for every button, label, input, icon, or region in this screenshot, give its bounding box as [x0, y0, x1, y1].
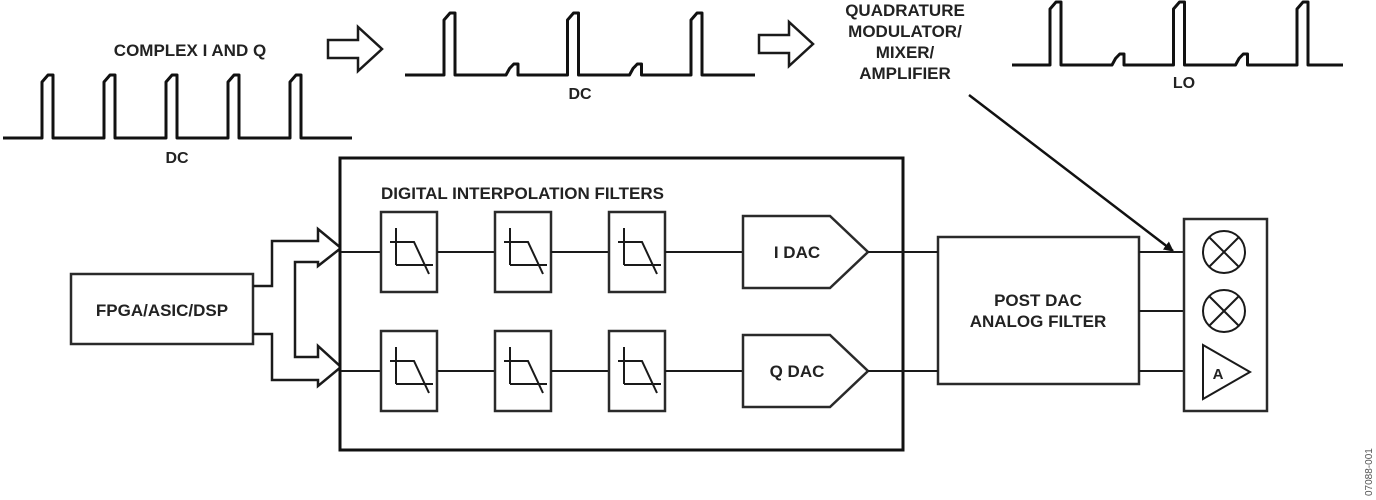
pointer-arrow: [968, 94, 1174, 252]
filter-box: [379, 329, 439, 413]
source-box: [69, 272, 255, 346]
interpolation-title: DIGITAL INTERPOLATION FILTERS: [381, 184, 664, 203]
post-filter-box: [936, 235, 1141, 386]
bus-connections: [253, 226, 343, 389]
lowpass-filter-block: [493, 329, 553, 413]
dac-output-waveform: [405, 11, 755, 77]
filter-box: [607, 210, 667, 294]
lowpass-response-icon: [504, 347, 547, 394]
dac-output-signal: DC: [405, 11, 755, 103]
dac-shape: [741, 333, 870, 409]
modulator-box: [1182, 217, 1269, 413]
lowpass-filter-block: [607, 210, 667, 294]
modulator-output-signal: LO: [1012, 0, 1343, 92]
filter-box: [379, 210, 439, 294]
filter-box: [493, 329, 553, 413]
dac-shape: [741, 214, 870, 290]
filter-row-i: I DAC: [341, 210, 870, 294]
post-filter-block: POST DAC ANALOG FILTER: [936, 235, 1141, 386]
post-filter-label-line-1: POST DAC: [994, 291, 1082, 310]
source-block: FPGA/ASIC/DSP: [69, 272, 255, 346]
mixer-icon: [1202, 289, 1246, 333]
lowpass-filter-block: [379, 210, 439, 294]
modulator-output-waveform: [1012, 0, 1343, 67]
figure-id: 07088-001: [1364, 448, 1375, 496]
flow-arrow-icon: [326, 24, 384, 74]
amplifier-icon: A: [1202, 343, 1253, 401]
modulator-title-line-3: MIXER/: [876, 43, 935, 62]
lowpass-response-icon: [390, 228, 433, 275]
lowpass-response-icon: [390, 347, 433, 394]
filter-row-q: Q DAC: [341, 329, 870, 413]
complex-iq-waveform: [3, 73, 352, 140]
q-dac-label: Q DAC: [770, 362, 825, 381]
lowpass-filter-block: [607, 329, 667, 413]
filter-box: [607, 329, 667, 413]
dac-output-axis-label: DC: [568, 86, 592, 103]
amplifier-label: A: [1213, 366, 1224, 383]
complex-iq-axis-label: DC: [165, 150, 189, 167]
post-filter-label-line-2: ANALOG FILTER: [970, 312, 1107, 331]
modulator-title-line-2: MODULATOR/: [848, 22, 962, 41]
lowpass-filter-block: [493, 210, 553, 294]
i-dac-block: I DAC: [741, 214, 870, 290]
modulator-title-line-1: QUADRATURE: [845, 1, 965, 20]
complex-iq-signal: COMPLEX I AND Q DC: [3, 41, 352, 167]
flow-arrow-icon: [757, 19, 815, 69]
source-label: FPGA/ASIC/DSP: [96, 301, 228, 320]
lowpass-filter-block: [379, 329, 439, 413]
q-dac-block: Q DAC: [741, 333, 870, 409]
lowpass-response-icon: [504, 228, 547, 275]
complex-iq-title: COMPLEX I AND Q: [114, 41, 266, 60]
modulator-block: A: [1182, 217, 1269, 413]
i-dac-label: I DAC: [774, 243, 820, 262]
lowpass-response-icon: [618, 347, 661, 394]
modulator-title-line-4: AMPLIFIER: [859, 64, 951, 83]
modulator-title: QUADRATURE MODULATOR/ MIXER/ AMPLIFIER: [845, 1, 965, 83]
interpolation-block: DIGITAL INTERPOLATION FILTERS I DAC Q DAC: [338, 156, 905, 452]
lo-axis-label: LO: [1173, 75, 1195, 92]
mixer-icon: [1202, 230, 1246, 274]
lowpass-response-icon: [618, 228, 661, 275]
filter-box: [493, 210, 553, 294]
bus-arrow-icon: [253, 226, 343, 389]
